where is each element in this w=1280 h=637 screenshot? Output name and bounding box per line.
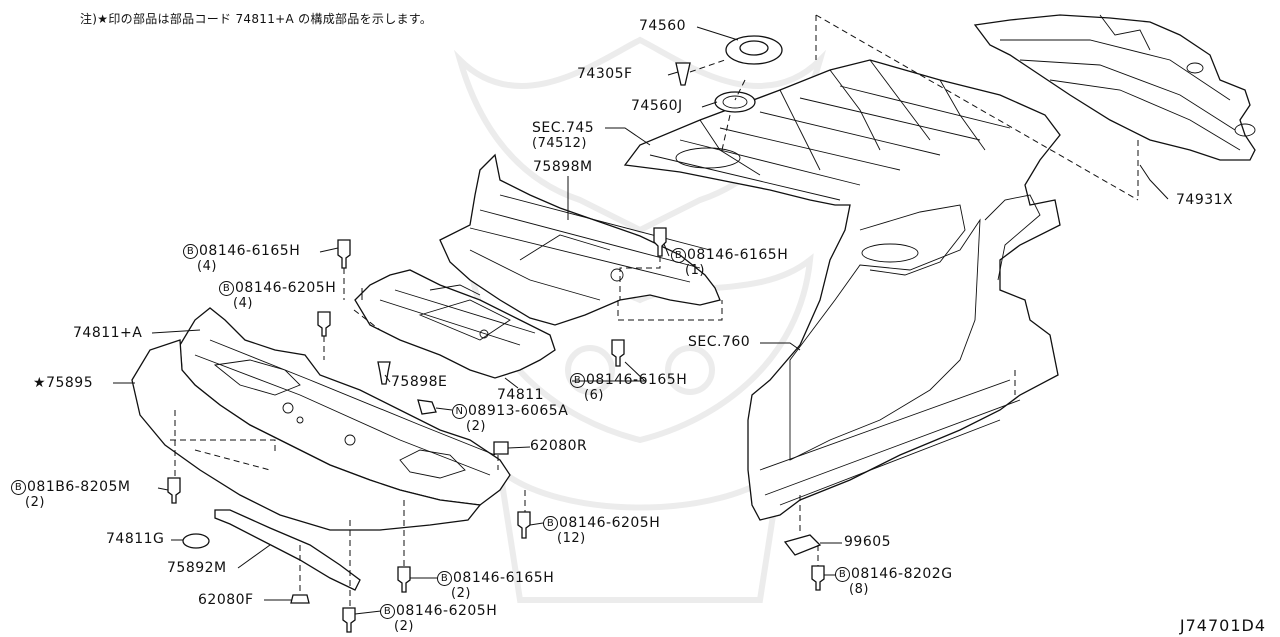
callout-sub: (74512) xyxy=(532,136,587,151)
callout-75898e[interactable]: 75898E xyxy=(391,375,447,390)
bolt-symbol-icon: B xyxy=(543,516,558,531)
callout-text: 08146-6205H xyxy=(235,280,337,296)
callout-qty: (8) xyxy=(849,582,869,597)
bolt-symbol-icon: B xyxy=(380,604,395,619)
bolt-symbol-icon: B xyxy=(11,480,26,495)
callout-text: SEC.760 xyxy=(688,334,751,350)
callout-74305f[interactable]: 74305F xyxy=(577,67,633,82)
bolt-symbol-icon: B xyxy=(835,567,850,582)
center-undercover xyxy=(439,153,721,326)
callout-text: 08146-6165H xyxy=(586,372,688,388)
callout-75892m[interactable]: 75892M xyxy=(167,561,227,576)
callout-qty: (1) xyxy=(685,263,705,278)
callout-74560[interactable]: 74560 xyxy=(639,19,686,34)
bolt-symbol-icon: B xyxy=(183,244,198,259)
diagram-code: J74701D4 xyxy=(1179,616,1266,635)
callout-text: 99605 xyxy=(844,534,892,550)
lower-strip xyxy=(214,509,361,591)
callout-text: 74560 xyxy=(639,18,687,34)
callout-text: 08146-6165H xyxy=(199,243,301,259)
callout-74560j[interactable]: 74560J xyxy=(631,99,683,114)
bolt-symbol-icon: B xyxy=(570,373,585,388)
callout-text: 08913-6065A xyxy=(468,403,569,419)
callout-text: 75898E xyxy=(391,374,448,390)
callout-qty: (12) xyxy=(557,531,586,546)
fasteners xyxy=(167,227,825,633)
nut-symbol-icon: N xyxy=(452,404,467,419)
callout-qty: (2) xyxy=(394,619,414,634)
callout-text: 08146-6165H xyxy=(687,247,789,263)
callout-text: 75895 xyxy=(46,375,94,391)
callout-text: 74811+A xyxy=(73,325,143,341)
callout-text: 75898M xyxy=(533,159,593,175)
callout-qty: (2) xyxy=(451,586,471,601)
callout-sec760[interactable]: SEC.760 xyxy=(688,335,750,350)
callout-62080f[interactable]: 62080F xyxy=(198,593,254,608)
callout-qty: (4) xyxy=(233,296,253,311)
parts-note: 注)★印の部品は部品コード 74811+A の構成部品を示します。 xyxy=(80,12,433,26)
jack-cover-parts xyxy=(675,35,783,113)
callout-text: 08146-6165H xyxy=(453,570,555,586)
bolt-symbol-icon: B xyxy=(437,571,452,586)
front-undercover xyxy=(354,269,556,379)
callout-text: 74560J xyxy=(631,98,683,114)
callout-text: 74811G xyxy=(106,531,165,547)
callout-99605[interactable]: 99605 xyxy=(844,535,891,550)
callout-text: 08146-6205H xyxy=(396,603,498,619)
rear-floor-tray xyxy=(973,14,1256,161)
callout-74811-a[interactable]: 74811+A xyxy=(73,326,142,341)
callout-qty: (6) xyxy=(584,388,604,403)
rear-body-panel xyxy=(623,59,1061,521)
callout-75898m[interactable]: 75898M xyxy=(533,160,593,175)
callout-62080r[interactable]: 62080R xyxy=(530,439,587,454)
callout-74931x[interactable]: 74931X xyxy=(1176,193,1233,208)
bolt-symbol-icon: B xyxy=(219,281,234,296)
callout-75895[interactable]: ★75895 xyxy=(33,376,93,391)
assembly-lines xyxy=(170,14,1139,608)
callout-text: 74931X xyxy=(1176,192,1234,208)
callout-qty: (2) xyxy=(25,495,45,510)
callout-text: 74811 xyxy=(497,387,545,403)
callout-text: 08146-6205H xyxy=(559,515,661,531)
callout-74811[interactable]: 74811 xyxy=(497,388,544,403)
callout-sec745[interactable]: SEC.745(74512) xyxy=(532,120,595,152)
callout-74811g[interactable]: 74811G xyxy=(106,532,164,547)
callout-text: 081B6-8205M xyxy=(27,479,131,495)
callout-text: 62080R xyxy=(530,438,588,454)
callout-qty: (4) xyxy=(197,259,217,274)
callout-text: 62080F xyxy=(198,592,254,608)
callout-text: SEC.745 xyxy=(532,120,595,136)
star-icon: ★ xyxy=(33,375,47,391)
callout-text: 08146-8202G xyxy=(851,566,953,582)
callout-qty: (2) xyxy=(466,419,486,434)
leader-lines xyxy=(113,26,1169,615)
bolt-symbol-icon: B xyxy=(671,248,686,263)
callout-text: 75892M xyxy=(167,560,227,576)
outer-cover xyxy=(131,339,482,531)
callout-text: 74305F xyxy=(577,66,633,82)
